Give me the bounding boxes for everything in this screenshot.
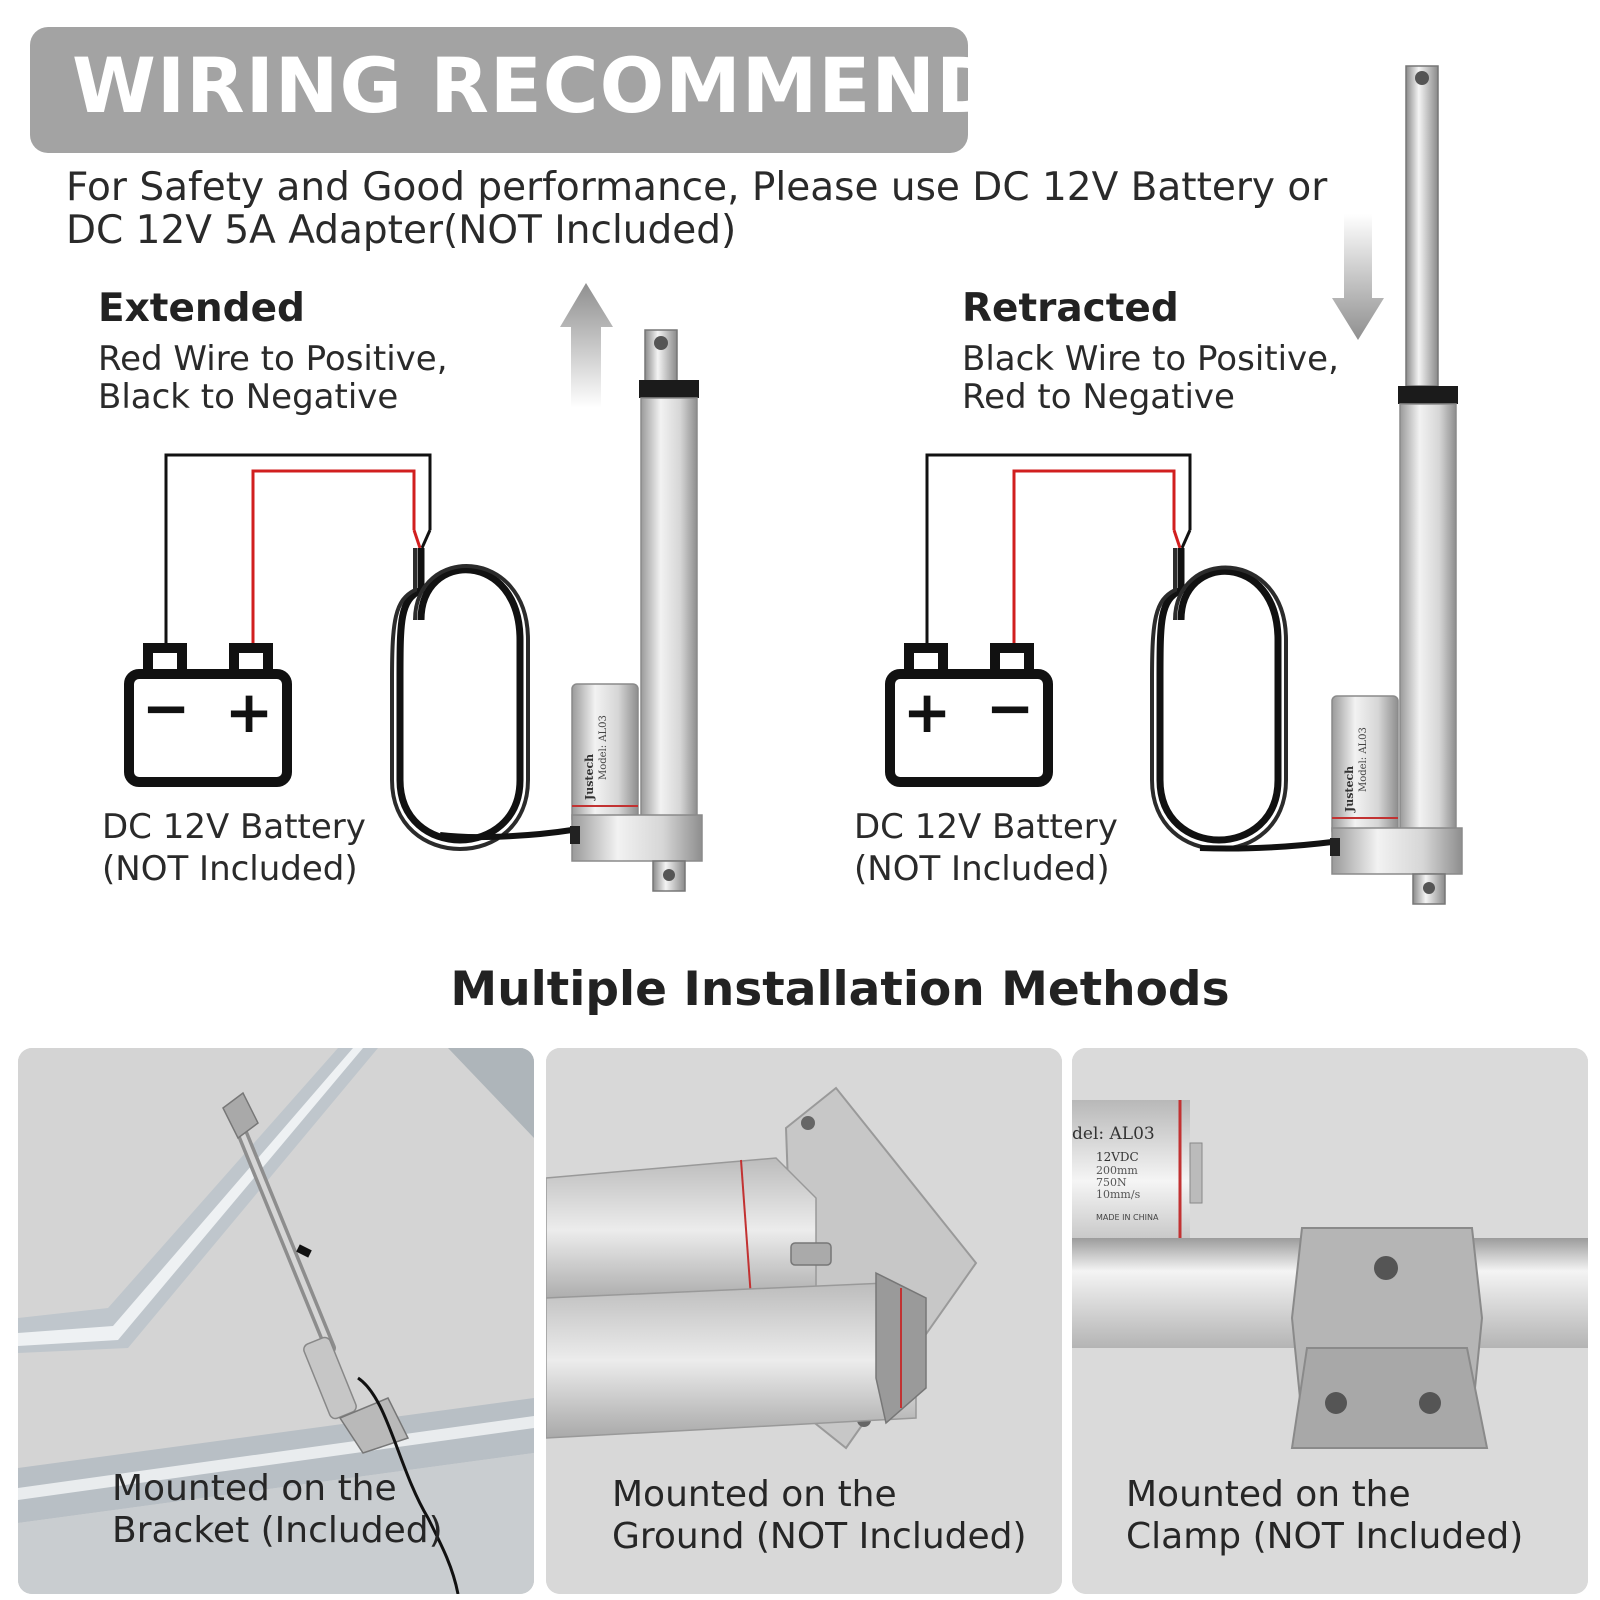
caption-line-2: Ground (NOT Included) <box>612 1516 1027 1557</box>
intro-text: For Safety and Good performance, Please … <box>66 166 1346 252</box>
red-wire <box>1012 469 1176 650</box>
actuator-model-label: Model: AL03 <box>1358 727 1369 792</box>
battery-icon-left <box>124 643 292 787</box>
battery-icon-right <box>885 643 1053 787</box>
battery-note: (NOT Included) <box>854 849 1110 889</box>
extended-wiring <box>164 453 573 851</box>
retracted-line-2: Red to Negative <box>962 377 1235 417</box>
plus-icon: + <box>225 678 274 746</box>
caption-bracket: Mounted on the Bracket (Included) <box>112 1468 443 1552</box>
extended-line-2: Black to Negative <box>98 377 399 417</box>
arrow-up-icon <box>560 283 613 408</box>
wiring-diagrams: − + Justech Model: AL03 + − <box>124 65 1463 905</box>
battery-note: (NOT Included) <box>102 849 358 889</box>
plus-icon: + <box>903 678 952 746</box>
retracted-wiring <box>925 453 1333 852</box>
retracted-line-1: Black Wire to Positive, <box>962 339 1339 379</box>
black-wire <box>164 453 432 650</box>
clamp-speed: 10mm/s <box>1096 1188 1141 1201</box>
black-wire <box>925 453 1192 650</box>
bracket-mount-illustration <box>18 1048 534 1594</box>
caption-ground: Mounted on the Ground (NOT Included) <box>612 1474 1027 1558</box>
clamp-mount-illustration <box>1072 1048 1588 1594</box>
battery-label-right: DC 12V Battery (NOT Included) <box>854 806 1118 890</box>
actuator-extended <box>570 329 703 892</box>
clamp-made-in: MADE IN CHINA <box>1096 1213 1159 1222</box>
banner-title: WIRING RECOMMEND <box>72 41 1001 130</box>
clamp-force: 750N <box>1096 1176 1127 1189</box>
caption-line-2: Bracket (Included) <box>112 1510 443 1551</box>
retracted-title: Retracted <box>962 286 1179 331</box>
clamp-stroke: 200mm <box>1096 1164 1138 1177</box>
caption-clamp: Mounted on the Clamp (NOT Included) <box>1126 1474 1523 1558</box>
install-panel-bracket: Mounted on the Bracket (Included) <box>18 1048 534 1594</box>
install-panel-ground: Mounted on the Ground (NOT Included) <box>546 1048 1062 1594</box>
minus-icon: − <box>986 674 1035 742</box>
clamp-voltage: 12VDC <box>1096 1150 1139 1164</box>
extended-line-1: Red Wire to Positive, <box>98 339 448 379</box>
battery-label-left: DC 12V Battery (NOT Included) <box>102 806 366 890</box>
red-wire <box>251 469 416 650</box>
actuator-brand-label: Justech <box>583 754 596 801</box>
cable-loop <box>396 548 524 844</box>
caption-line-1: Mounted on the <box>112 1468 397 1509</box>
caption-line-2: Clamp (NOT Included) <box>1126 1516 1524 1557</box>
arrow-down-icon <box>1332 214 1384 340</box>
header-banner <box>30 27 968 153</box>
battery-name: DC 12V Battery <box>854 807 1118 847</box>
actuator-brand-label: Justech <box>1343 766 1356 813</box>
caption-line-1: Mounted on the <box>612 1474 897 1515</box>
intro-line-2: DC 12V 5A Adapter(NOT Included) <box>66 208 737 253</box>
install-panel-clamp: del: AL03 12VDC 200mm 750N 10mm/s MADE I… <box>1072 1048 1588 1594</box>
ground-mount-illustration <box>546 1048 1062 1594</box>
battery-name: DC 12V Battery <box>102 807 366 847</box>
installation-title: Multiple Installation Methods <box>450 962 1230 1017</box>
actuator-retracted <box>1330 65 1463 905</box>
extended-title: Extended <box>98 286 305 331</box>
intro-line-1: For Safety and Good performance, Please … <box>66 165 1328 210</box>
minus-icon: − <box>142 674 191 742</box>
cable-loop <box>1156 548 1282 844</box>
actuator-model-label: Model: AL03 <box>598 715 609 780</box>
caption-line-1: Mounted on the <box>1126 1474 1411 1515</box>
clamp-model-label: del: AL03 <box>1072 1124 1155 1144</box>
